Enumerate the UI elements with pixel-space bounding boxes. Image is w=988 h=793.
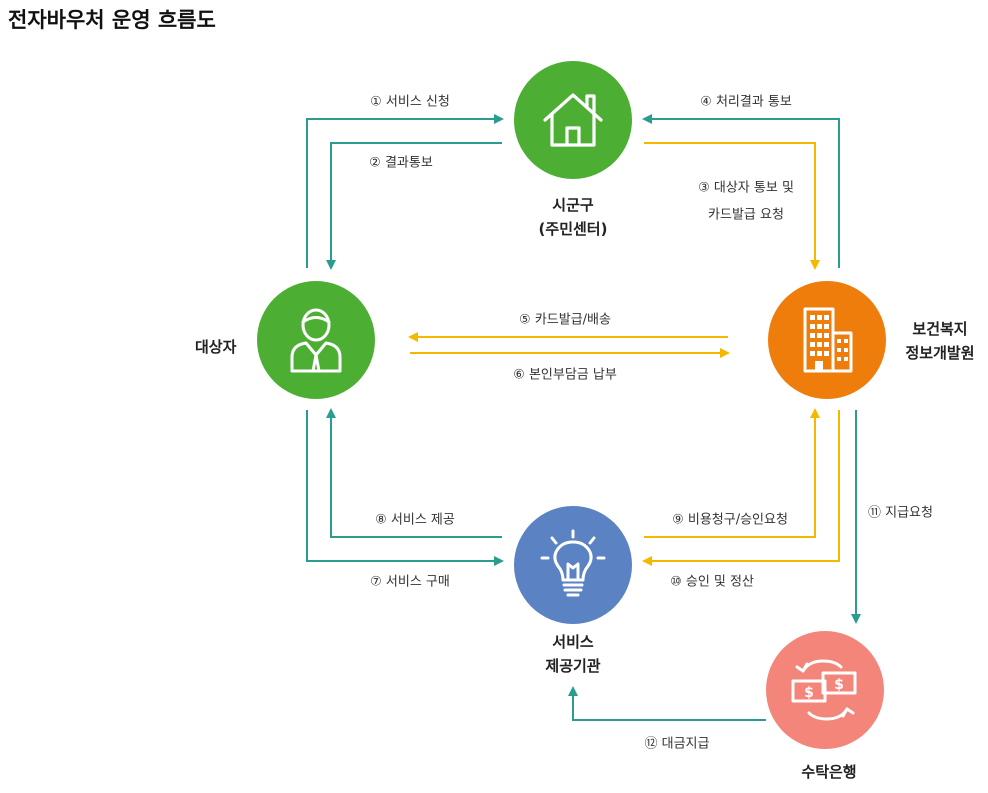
bank-node: $ $ [766, 631, 884, 749]
page-title: 전자바우처 운영 흐름도 [8, 8, 216, 32]
step-12-label: ⑫ 대금지급 [644, 736, 710, 752]
ssis-label-line1: 보건복지 [912, 320, 968, 338]
recipient-node [257, 281, 375, 399]
ssis-node [768, 281, 886, 399]
building-icon [803, 307, 853, 373]
arrow-step-10 [642, 410, 840, 566]
provider-label: 서비스 제공기관 [545, 630, 600, 678]
arrow-step-8 [326, 408, 502, 538]
ssis-label: 보건복지 정보개발원 [905, 317, 974, 365]
city-label-line2: (주민센터) [538, 220, 608, 238]
arrow-step-4 [642, 114, 840, 268]
step-1-label: ① 서비스 신청 [370, 94, 450, 110]
bank-label: 수탁은행 [801, 760, 856, 784]
recipient-label: 대상자 [195, 335, 236, 359]
step-11-label: ⑪ 지급요청 [868, 505, 933, 521]
step-5-label: ⑤ 카드발급/배송 [519, 312, 611, 328]
step-6-label: ⑥ 본인부담금 납부 [513, 367, 617, 383]
step-8-label: ⑧ 서비스 제공 [375, 512, 455, 528]
dollar-sign-right: $ [834, 677, 844, 693]
arrow-step-1 [306, 114, 504, 268]
provider-node [514, 506, 632, 624]
provider-label-line2: 제공기관 [545, 657, 601, 675]
arrow-step-9 [644, 408, 820, 538]
person-icon [290, 308, 342, 373]
house-icon [543, 93, 603, 147]
ssis-label-line2: 정보개발원 [905, 344, 975, 362]
arrow-step-7 [306, 410, 504, 566]
provider-label-line1: 서비스 [552, 633, 594, 651]
city-label: 시군구 (주민센터) [539, 193, 608, 241]
money-exchange-icon: $ $ [791, 659, 857, 721]
recipient-label-line1: 대상자 [195, 338, 237, 356]
step-2-label: ② 결과통보 [369, 155, 433, 171]
arrow-step-12 [568, 686, 766, 721]
step-3-label-line1: ③ 대상자 통보 및 [698, 180, 794, 196]
city-node [514, 61, 632, 179]
city-label-line1: 시군구 [552, 196, 594, 214]
dollar-sign-left: $ [804, 685, 814, 701]
step-4-label: ④ 처리결과 통보 [700, 94, 792, 110]
step-10-label: ⑩ 승인 및 정산 [670, 574, 754, 590]
lightbulb-icon [540, 529, 606, 597]
step-9-label: ⑨ 비용청구/승인요청 [672, 512, 788, 528]
bank-label-line1: 수탁은행 [801, 763, 857, 781]
step-3-label-line2: 카드발급 요청 [708, 207, 784, 223]
arrow-step-2 [326, 142, 502, 270]
arrow-step-3 [644, 142, 820, 270]
step-7-label: ⑦ 서비스 구매 [370, 574, 450, 590]
